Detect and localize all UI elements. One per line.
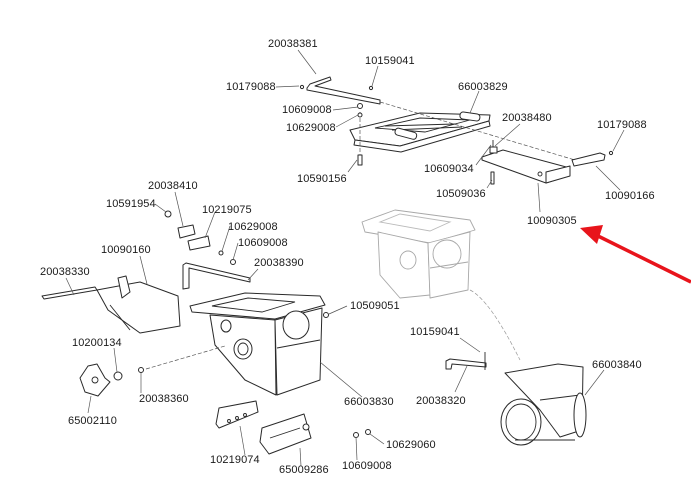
part-label[interactable]: 20038320 xyxy=(416,395,466,407)
part-label[interactable]: 20038330 xyxy=(40,266,90,278)
part-label[interactable]: 65009286 xyxy=(279,464,329,476)
rod-20038390 xyxy=(182,262,251,290)
part-label[interactable]: 20038480 xyxy=(502,112,552,124)
rod-20038381 xyxy=(306,76,381,105)
screw-10179088-right xyxy=(608,150,614,156)
rod-20038330 xyxy=(41,286,98,300)
part-label[interactable]: 20038410 xyxy=(148,180,198,192)
screw-10509051 xyxy=(323,312,329,318)
part-label[interactable]: 10609008 xyxy=(342,460,392,472)
chute-66003840 xyxy=(500,363,587,446)
part-label[interactable]: 10159041 xyxy=(410,326,460,338)
part-label[interactable]: 20038390 xyxy=(254,257,304,269)
pin-10090166 xyxy=(571,152,606,167)
rod-20038320 xyxy=(445,352,487,370)
part-label[interactable]: 10629008 xyxy=(228,221,278,233)
clip-20038480 xyxy=(489,140,498,185)
part-label[interactable]: 10609008 xyxy=(282,104,332,116)
part-label[interactable]: 10509036 xyxy=(436,188,486,200)
axis-line xyxy=(145,345,226,370)
part-label[interactable]: 10629060 xyxy=(386,439,436,451)
cover-10090305 xyxy=(481,149,571,184)
part-label[interactable]: 10200134 xyxy=(72,337,122,349)
part-label[interactable]: 10590156 xyxy=(297,173,347,185)
part-label[interactable]: 10090160 xyxy=(101,244,151,256)
leader-lines xyxy=(65,49,625,467)
part-label[interactable]: 66003829 xyxy=(458,81,508,93)
part-label[interactable]: 10159041 xyxy=(365,55,415,67)
tray-plate-66003829 xyxy=(349,111,491,153)
part-label highlighted-part-label[interactable]: 10090305 xyxy=(527,215,577,227)
axis-line xyxy=(469,289,521,361)
part-label[interactable]: 10591954 xyxy=(106,198,156,210)
part-label[interactable]: 10609034 xyxy=(424,163,474,175)
pin-10159041 xyxy=(368,85,374,91)
part-label[interactable]: 10629008 xyxy=(286,122,336,134)
plate-10219074 xyxy=(215,400,259,429)
part-label[interactable]: 20038360 xyxy=(139,393,189,405)
bolt-10590156 xyxy=(357,103,363,166)
part-label[interactable]: 10219074 xyxy=(210,454,260,466)
part-label[interactable]: 20038381 xyxy=(268,38,318,50)
knob-65002110 xyxy=(79,363,144,397)
part-label[interactable]: 10509051 xyxy=(350,300,400,312)
chute-10090160 xyxy=(96,275,181,334)
part-label[interactable]: 10179088 xyxy=(597,119,647,131)
part-label[interactable]: 66003840 xyxy=(592,359,642,371)
part-label[interactable]: 10179088 xyxy=(226,81,276,93)
hopper-66003830 xyxy=(189,292,326,396)
part-label[interactable]: 10090166 xyxy=(605,190,655,202)
part-label[interactable]: 65002110 xyxy=(68,415,117,427)
highlight-arrow-icon xyxy=(580,225,691,284)
bracket-plates xyxy=(164,210,236,265)
ghost-hopper xyxy=(361,209,476,299)
plate-65009286 xyxy=(259,413,371,455)
axis-line xyxy=(379,101,576,161)
part-label[interactable]: 10609008 xyxy=(238,237,288,249)
part-label[interactable]: 10219075 xyxy=(202,204,252,216)
screw-10179088 xyxy=(299,84,305,90)
part-label[interactable]: 66003830 xyxy=(344,396,394,408)
